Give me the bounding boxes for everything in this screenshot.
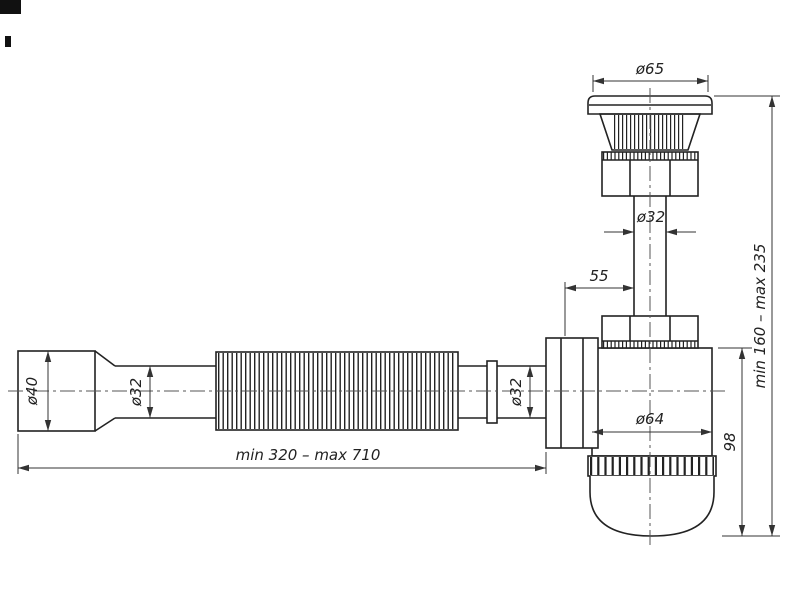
cuff-body	[17, 350, 96, 432]
strainer	[587, 95, 713, 151]
inlet-nut	[545, 337, 599, 449]
arrowhead	[697, 77, 708, 85]
vertical-tail-pipe	[633, 196, 667, 316]
arrowhead	[623, 284, 634, 292]
label-trap-diameter: ø64	[635, 410, 664, 428]
label-inlet-offset: 55	[589, 267, 608, 285]
arrowhead	[526, 407, 534, 418]
scan-artifact-edge	[5, 36, 11, 47]
trap-body	[591, 347, 713, 457]
arrowhead	[146, 407, 154, 418]
dimension-labels: ø65 ø32 55 min 160 – max 235 98 ø64 min …	[23, 60, 769, 464]
cup-grip-band	[587, 455, 717, 477]
arrowhead	[526, 366, 534, 377]
smooth-pipe-right	[458, 360, 546, 424]
label-strainer-diameter: ø65	[635, 60, 664, 78]
strainer-cone	[598, 113, 702, 151]
label-outlet-diameter: ø40	[23, 377, 41, 406]
scan-artifact-corner	[0, 0, 21, 14]
cup-bottom	[589, 476, 715, 537]
arrowhead	[565, 284, 576, 292]
arrowhead	[768, 525, 776, 536]
centerlines	[8, 88, 726, 546]
label-tail-pipe-diameter: ø32	[636, 208, 665, 226]
arrowhead	[738, 525, 746, 536]
arrowhead	[535, 464, 546, 472]
arrowhead	[666, 228, 677, 236]
arrowhead	[738, 348, 746, 359]
cuff-taper-bottom	[94, 417, 116, 432]
arrowhead	[768, 96, 776, 107]
pipe-stop-ring	[486, 360, 498, 424]
arrowhead	[18, 464, 29, 472]
label-length-range: min 320 – max 710	[236, 446, 381, 464]
smooth-pipe-left	[115, 365, 216, 419]
label-height-range: min 160 – max 235	[751, 244, 769, 389]
arrowhead	[146, 366, 154, 377]
cuff-taper-top	[94, 350, 116, 367]
label-pipe-diameter-left: ø32	[127, 378, 145, 407]
arrowhead	[593, 77, 604, 85]
trap-assembly	[545, 337, 717, 537]
scan-artifacts	[0, 0, 21, 47]
label-pipe-diameter-right: ø32	[507, 378, 525, 407]
arrowhead	[623, 228, 634, 236]
outlet-end-cuff	[17, 350, 116, 432]
label-trap-height: 98	[721, 432, 739, 451]
assembly	[17, 95, 717, 537]
